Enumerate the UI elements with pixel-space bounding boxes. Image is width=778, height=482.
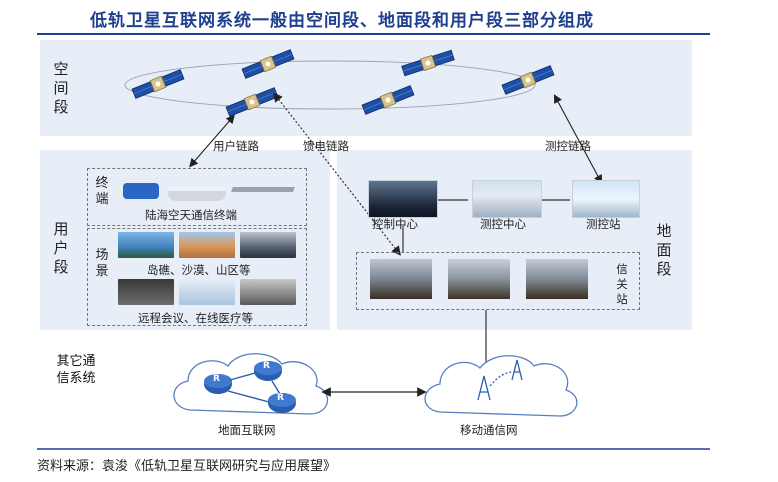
user-link-arrow (189, 114, 235, 168)
ship-icon (168, 187, 226, 201)
mobile-network-label: 移动通信网 (460, 423, 518, 437)
tt-link-arrow (553, 94, 603, 184)
tt-center-photo (472, 180, 542, 218)
mobile-network-cloud (424, 355, 578, 417)
airplane-icon (231, 187, 295, 192)
gateway-label: 信关站 (616, 262, 628, 306)
satellite-icon (361, 84, 415, 116)
user-segment-label: 用户段 (53, 220, 69, 276)
terminals-label: 终端 (95, 176, 109, 207)
orbit-path (124, 60, 536, 110)
terminals-box (87, 168, 307, 226)
mountain-photo (240, 232, 296, 258)
scenes-box (87, 228, 307, 326)
source-note: 资料来源：袁浚《低轨卫星互联网研究与应用展望》 (37, 459, 337, 474)
cell-tower-icon (477, 359, 523, 401)
gateway-antenna-photo (526, 259, 588, 299)
feeder-link-arrow (273, 92, 401, 256)
vr-photo (240, 279, 296, 305)
scenes-label: 场景 (95, 248, 109, 279)
satellite-icon (241, 48, 295, 80)
router-icon (204, 374, 232, 394)
car-icon (123, 183, 159, 199)
satellite-icon (501, 64, 555, 96)
other-systems-label: 其它通信系统 (56, 354, 96, 386)
ground-segment-label: 地面段 (656, 222, 672, 278)
space-segment-label: 空间段 (53, 60, 69, 116)
island-photo (118, 232, 174, 258)
tt-station-photo (572, 180, 640, 218)
scenes-caption-2: 远程会议、在线医疗等 (138, 311, 253, 325)
satellite-icon (225, 86, 279, 118)
gateway-antenna-photo (370, 259, 432, 299)
tt-center-label: 测控中心 (480, 217, 526, 231)
tt-link-label: 测控链路 (545, 139, 591, 153)
router-icon (268, 393, 296, 413)
terminals-caption: 陆海空天通信终端 (145, 208, 237, 222)
control-center-photo (368, 180, 438, 218)
figure-title: 低轨卫星互联网系统一般由空间段、地面段和用户段三部分组成 (90, 11, 594, 31)
scenes-caption-1: 岛礁、沙漠、山区等 (147, 263, 251, 277)
terrestrial-internet-label: 地面互联网 (218, 423, 276, 437)
router-glyph: R (213, 374, 220, 384)
title-rule (37, 33, 710, 35)
feeder-link-label: 馈电链路 (303, 139, 349, 153)
medical-photo (179, 279, 235, 305)
satellite-icon (131, 68, 185, 100)
control-center-label: 控制中心 (372, 217, 418, 231)
user-link-label: 用户链路 (213, 139, 259, 153)
meeting-photo (118, 279, 174, 305)
terrestrial-network-cloud (173, 353, 328, 415)
router-icon (254, 361, 282, 381)
router-glyph: R (263, 361, 270, 371)
router-glyph: R (277, 393, 284, 403)
tt-station-label: 测控站 (586, 217, 621, 231)
desert-photo (179, 232, 235, 258)
gateway-antenna-photo (448, 259, 510, 299)
gateway-box (356, 252, 640, 310)
